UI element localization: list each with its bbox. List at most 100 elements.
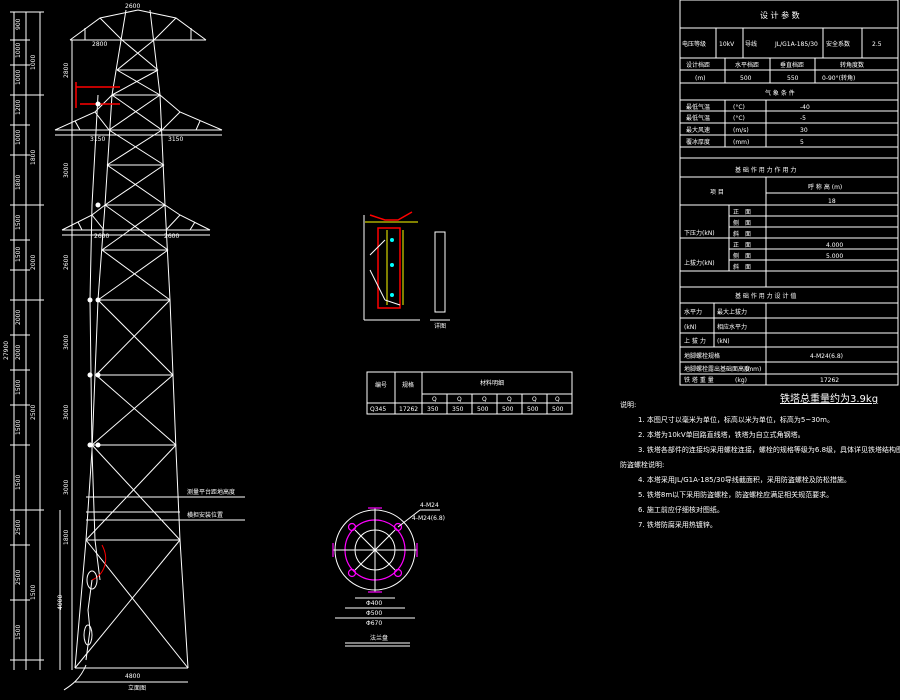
f2-r1-b: 最大上拔力 [717,308,747,316]
fg1-r3-a: 斜 [733,230,739,238]
w4-b: (mm) [733,139,749,146]
dim-left-11: 1500 [15,380,22,395]
flange-callout-1: 4-M24 [420,502,439,509]
fg2-r2-b: 面 [745,253,751,260]
notes: 说明: 1. 本图尺寸以毫米为单位，标高以米为单位，标高为5~30m。 2. 本… [620,398,900,533]
material-row-5: 500 [477,406,489,413]
flange-drawing: 4-M24 4-M24(6.8) Φ400 Φ500 Φ670 法兰盘 [332,502,445,647]
fg2-r2-c: 5.000 [826,253,843,260]
dim-left-5: 1000 [15,130,22,145]
tower-body [54,9,223,669]
material-row-8: 500 [552,406,564,413]
bolt-row-a: 地脚螺栓规格 [684,352,720,360]
flange-dim-2: Φ500 [366,610,382,617]
dim-arm3-right: 2600 [164,233,179,240]
dim-top-width: 2600 [125,3,140,10]
fg2-r1-c: 4.000 [826,242,843,249]
f2-r3-b: (kN) [717,338,730,345]
dim-left-2: 1000 [15,43,22,58]
bolt-row-c: 4-M24(6.8) [810,353,843,360]
vdim-2: 3000 [63,163,70,178]
dim-left-4: 1200 [15,100,22,115]
flange-dim-1: Φ400 [366,600,382,607]
dt-r1-c5: 安全系数 [826,40,850,48]
dt-r2-h2: 水平档距 [735,61,759,69]
weight-row-b: (kg) [735,377,747,384]
note-7: 6. 施工前应仔细核对图纸。 [638,506,724,514]
dim-base-width: 4800 [125,673,140,680]
dt-r2-v2: 500 [740,75,752,82]
material-row-2: 17262 [399,406,418,413]
dim-left-12: 1500 [15,420,22,435]
dim-left-10: 2000 [15,345,22,360]
material-row-3: 350 [427,406,439,413]
dim-arm3-left: 2600 [94,233,109,240]
material-row-1: Q345 [370,406,386,413]
material-sub-5: Q [532,396,537,403]
fg1-r3-b: 面 [745,231,751,238]
f2-r1-a: 水平力 [684,308,702,316]
dim-left-13: 1500 [15,475,22,490]
weight-title: 铁塔总重量约为3.9kg [780,394,879,405]
dt-r2-v4: 0-90°(转角) [822,74,855,82]
weight-row-a: 铁 塔 重 量 [684,376,714,384]
note-2: 2. 本塔为10kV单回路直线塔，铁塔为自立式角钢塔。 [638,431,805,439]
dim-arm2-left: 3150 [90,136,105,143]
dt-r1-c6: 2.5 [872,41,882,48]
f2-r3-a: 上 拔 力 [684,337,706,345]
f2-r2-a: (kN) [684,324,697,331]
fg1-r1-b: 面 [745,209,751,216]
material-sub-6: Q [555,396,560,403]
force-item: 项 目 [710,189,724,196]
w3-b: (m/s) [733,127,749,134]
dt-r2-h3: 垂直档距 [780,61,804,69]
dim-arm2-right: 3150 [168,136,183,143]
dim-left-20: 2500 [30,405,37,420]
force-height-value: 18 [828,198,836,205]
dim-left-7: 1500 [15,215,22,230]
material-sub-4: Q [507,396,512,403]
fg2-r1-a: 正 [733,242,739,249]
w2-c: -5 [800,115,806,122]
callout-platform-height: 测量平台距地高度 [187,488,235,496]
tower-elevation-label: 立面图 [128,684,146,692]
dt-r1-c4: JL/G1A-185/30 [774,41,818,48]
vdim-7: 1800 [63,530,70,545]
w1-c: -40 [800,104,810,111]
material-sub-2: Q [457,396,462,403]
dt-r1-c3: 导线 [745,40,757,48]
material-table-h1: 编号 [375,381,387,389]
detail-drawing: 详图 [363,211,450,330]
dim-left-21: 1500 [30,585,37,600]
fg2-r3-b: 面 [745,264,751,271]
f2-r2-b: 相应水平力 [717,323,747,331]
note-4: 防盗螺栓说明: [620,461,665,469]
dt-weather-title: 气 象 条 件 [765,89,795,97]
dim-left-19: 2000 [30,255,37,270]
dim-left-16: 1500 [15,625,22,640]
material-table-h3: 材料明细 [480,379,504,387]
force2-title: 基 础 作 用 力 设 计 值 [735,292,796,300]
dim-left-18: 1800 [30,150,37,165]
table-title: 设 计 参 数 [760,10,800,20]
material-row-7: 500 [527,406,539,413]
force-title: 基 础 作 用 力 作 用 力 [735,166,796,174]
weight-row-c: 17262 [820,377,839,384]
dt-r2-h1: 设计档距 [686,61,710,69]
bolt-row2-b: (mm) [745,366,761,373]
flange-callout-2: 4-M24(6.8) [412,515,445,522]
material-table [366,371,573,415]
dim-left-3: 1000 [15,70,22,85]
fg1-r2-a: 侧 [733,219,739,227]
notes-heading: 说明: [620,401,637,409]
dim-left-14: 2500 [15,520,22,535]
w3-a: 最大风速 [686,126,710,134]
fg1-r1-a: 正 [733,209,739,216]
dt-r2-v1: (m) [695,75,706,82]
dim-left-9: 2000 [15,310,22,325]
w4-c: 5 [800,139,804,146]
dt-r2-h4: 转角度数 [840,61,864,69]
vdim-3: 2600 [63,255,70,270]
dt-r1-c2: 10kV [719,41,735,48]
detail-label: 详图 [434,322,446,330]
